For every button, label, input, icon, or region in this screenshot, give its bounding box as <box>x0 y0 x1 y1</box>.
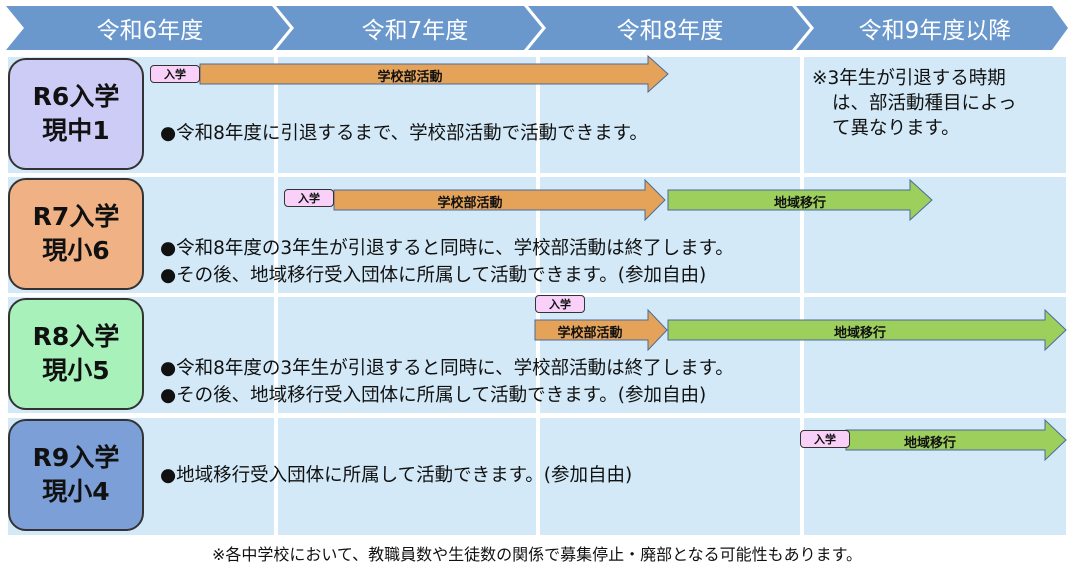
header-chevrons <box>6 6 1068 50</box>
cohort-label-r8: R8入学現小5 <box>8 298 144 410</box>
header-r8: 令和8年度 <box>616 18 724 44</box>
arrow-r7-school <box>333 178 666 222</box>
grid-cell <box>278 418 536 535</box>
grid-cell <box>804 57 1066 173</box>
header-r9: 令和9年度以降 <box>858 18 1012 44</box>
grid-cell <box>278 297 536 413</box>
cohort-year: R7入学 <box>32 202 120 231</box>
note-r7-2: ●その後、地域移行受入団体に所属して活動できます。(参加自由) <box>160 265 707 286</box>
grid-cell <box>540 418 800 535</box>
arrow-r9-community <box>845 418 1067 462</box>
arrow-label-r7-community: 地域移行 <box>773 196 826 211</box>
arrow-r6-school <box>199 54 669 94</box>
cohort-grade: 現小6 <box>42 236 110 265</box>
note-r9-1: ●地域移行受入団体に所属して活動できます。(参加自由) <box>160 465 633 486</box>
note-r6-1: ●令和8年度に引退するまで、学校部活動で活動できます。 <box>160 123 648 144</box>
side-note-1: ※3年生が引退する時期 <box>812 68 1006 89</box>
cohort-grade: 現小4 <box>42 477 110 506</box>
header-chevron-r7 <box>276 6 542 50</box>
header-r6: 令和6年度 <box>96 18 204 44</box>
header-r7: 令和7年度 <box>361 18 469 44</box>
cohort-label-r6: R6入学現中1 <box>8 58 144 170</box>
cohort-year: R8入学 <box>32 322 120 351</box>
side-note-2: は、部活動種目によっ <box>832 93 1017 114</box>
cohort-year: R6入学 <box>32 82 120 111</box>
cohort-label-r9: R9入学現小4 <box>8 419 144 531</box>
header-chevron-r8 <box>528 6 810 50</box>
arrow-label-r7-school: 学校部活動 <box>437 196 503 211</box>
arrow-label-r8-school: 学校部活動 <box>557 326 623 341</box>
cohort-year: R9入学 <box>32 443 120 472</box>
enroll-badge-r7: 入学 <box>284 189 334 207</box>
note-r8-2: ●その後、地域移行受入団体に所属して活動できます。(参加自由) <box>160 385 707 406</box>
cohort-grade: 現中1 <box>42 116 110 145</box>
arrow-label-r6-school: 学校部活動 <box>377 70 443 85</box>
arrow-label-r8-community: 地域移行 <box>833 326 886 341</box>
enroll-badge-r9: 入学 <box>800 430 850 448</box>
arrow-r8-school <box>534 308 668 352</box>
grid-cell <box>804 297 1066 413</box>
arrow-label-r9-community: 地域移行 <box>903 436 956 451</box>
arrow-r8-community <box>667 308 1067 352</box>
arrow-r7-community <box>667 178 933 222</box>
enroll-badge-r6: 入学 <box>150 65 200 83</box>
enroll-badge-r8: 入学 <box>535 295 585 313</box>
header-chevron-r6 <box>6 6 290 50</box>
side-note-3: て異なります。 <box>832 118 960 139</box>
cohort-grade: 現小5 <box>42 356 110 385</box>
footer-note: ※各中学校において、教職員数や生徒数の関係で募集停止・廃部となる可能性もあります… <box>211 545 863 564</box>
note-r7-1: ●令和8年度の3年生が引退すると同時に、学校部活動は終了します。 <box>160 238 734 259</box>
grid-cell <box>540 297 800 413</box>
note-r8-1: ●令和8年度の3年生が引退すると同時に、学校部活動は終了します。 <box>160 358 734 379</box>
cohort-label-r7: R7入学現小6 <box>8 178 144 290</box>
header-chevron-r9 <box>796 6 1068 50</box>
